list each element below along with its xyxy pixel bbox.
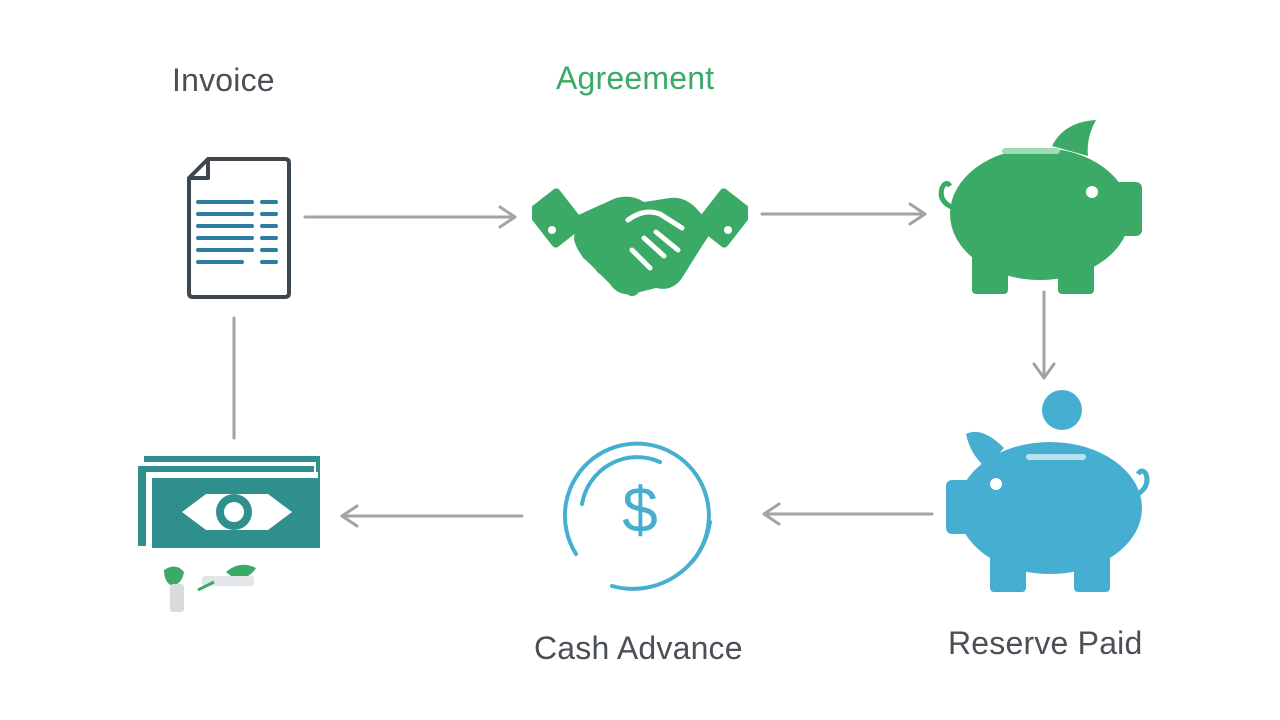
invoice-label: Invoice [172, 62, 275, 98]
agreement-label: Agreement [556, 60, 715, 96]
handshake-icon [532, 188, 748, 296]
piggy-bank-icon [938, 120, 1142, 294]
reserve-paid-label: Reserve Paid [948, 625, 1143, 661]
arrow-invoice-to-agreement [303, 205, 517, 229]
arrow-agreement-to-reserve [760, 202, 927, 226]
dollar-circle-icon: $ [562, 441, 712, 591]
arrow-cash-advance-to-payout [340, 504, 524, 528]
cash-advance-label: Cash Advance [534, 630, 743, 666]
piggy-bank-coin-icon [946, 390, 1150, 592]
arrow-reserve-paid-to-cash-advance [762, 502, 934, 526]
cash-stack-icon [138, 456, 320, 612]
arrow-reserve-down [1032, 290, 1056, 380]
document-icon [187, 157, 291, 299]
dollar-sign-glyph: $ [622, 474, 658, 546]
